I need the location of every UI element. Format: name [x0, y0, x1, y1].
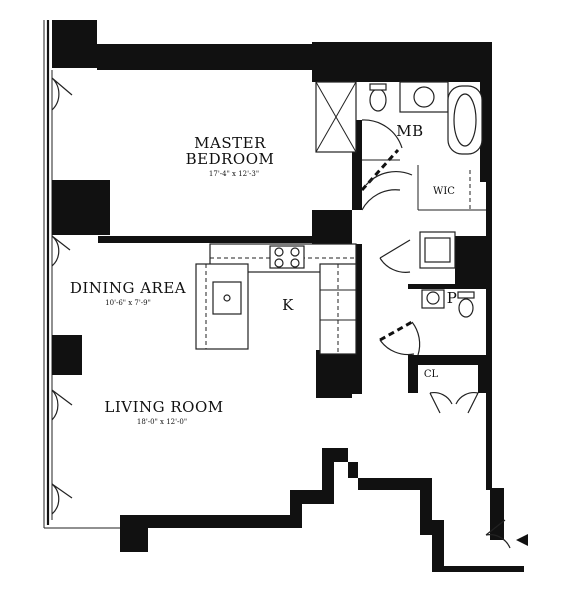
exterior-window-wall [43, 20, 120, 529]
master-bedroom-dimensions: 17'-4" x 12'-3" [209, 170, 259, 178]
entry-door [485, 519, 528, 549]
master-bath-label: MB [396, 122, 423, 140]
dining-area-label: DINING AREA [70, 279, 186, 297]
powder-room [379, 289, 475, 356]
walk-in-closet [361, 165, 486, 211]
powder-room-label: P [447, 289, 458, 307]
wic-label: WIC [433, 186, 455, 197]
kitchen-label: K [282, 296, 294, 314]
living-room-label: LIVING ROOM [104, 398, 223, 416]
dining-area-dimensions: 10'-6" x 7'-9" [105, 299, 151, 307]
structural-walls [52, 20, 524, 572]
closet-label: CL [424, 369, 439, 380]
balcony-doors [51, 77, 73, 515]
room-labels: MASTER BEDROOM 17'-4" x 12'-3" MB WIC DI… [70, 122, 457, 426]
kitchen-cabinets [195, 243, 357, 355]
master-bedroom-label-line2: BEDROOM [186, 150, 275, 168]
master-bedroom-label-line1: MASTER [194, 134, 266, 152]
closet-doors [429, 392, 479, 414]
living-room-dimensions: 18'-0" x 12'-0" [137, 418, 187, 426]
laundry-closet [379, 231, 456, 273]
master-bath-fixtures [315, 81, 483, 192]
